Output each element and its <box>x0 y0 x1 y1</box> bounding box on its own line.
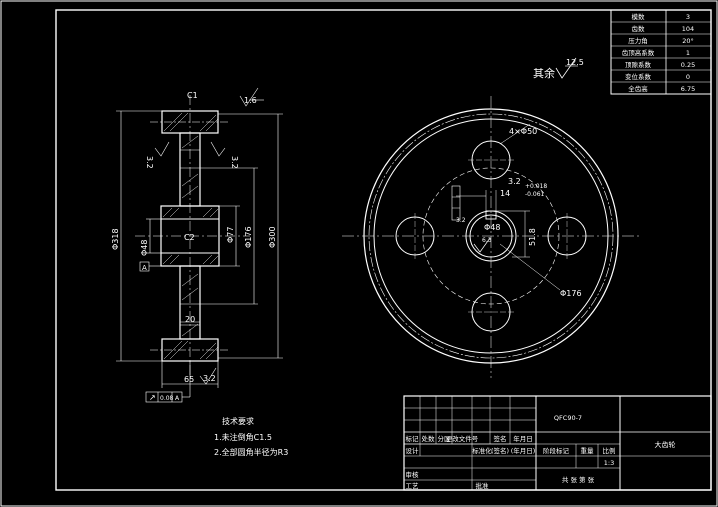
param-label-6: 变位系数 <box>625 72 652 81</box>
roughness-top: 1.6 <box>244 96 257 105</box>
dim-hole-circle: Φ176 <box>560 289 582 298</box>
param-value-1: 3 <box>686 13 690 21</box>
keyway-width: 14 <box>500 189 510 198</box>
roughness-bore: 6.3 <box>482 237 492 244</box>
datum-a-label: A <box>142 264 147 272</box>
keyway-tol-2: +0.018 <box>525 183 547 190</box>
roughness-keyway: 3.2 <box>456 217 466 224</box>
design-label: 设计 <box>406 446 420 455</box>
param-value-6: 0 <box>686 73 690 81</box>
gear-section-view <box>135 95 250 375</box>
review-label: 审核 <box>406 470 420 479</box>
dim-hub-diameter: Φ77 <box>226 227 235 243</box>
roughness-bottom: 3.2 <box>203 374 216 383</box>
header-date: 年月日 <box>513 434 533 443</box>
chamfer-c1: C1 <box>187 91 198 100</box>
runout-datum: A <box>175 395 180 402</box>
standardize-sign: (签名) <box>491 446 509 455</box>
tech-req-item-1: 1.未注倒角C1.5 <box>214 432 272 442</box>
param-value-3: 20° <box>682 37 694 45</box>
keyway-tol-3: -0.061 <box>525 191 545 198</box>
tech-req-item-2: 2.全部圆角半径为R3 <box>214 447 288 457</box>
standardize-label: 标准化 <box>472 446 492 455</box>
section-dimension-lines <box>116 87 283 403</box>
param-label-4: 齿顶高系数 <box>622 48 655 57</box>
roughness-other-value: 12.5 <box>566 58 584 67</box>
roughness-other-label: 其余 <box>533 66 555 80</box>
section-hatching <box>162 112 219 360</box>
header-change-doc: 更改文件号 <box>446 434 479 443</box>
runout-value: 0.08 <box>160 395 174 402</box>
roughness-other-symbol <box>555 57 577 79</box>
roughness-web-left: 3.2 <box>145 156 154 169</box>
drawing-number: QFC90-7 <box>554 414 582 422</box>
param-value-7: 6.75 <box>681 85 695 93</box>
scale-value: 1:3 <box>604 459 614 467</box>
param-label-2: 齿数 <box>632 24 646 33</box>
approve-label: 批准 <box>476 481 490 490</box>
param-value-5: 0.25 <box>681 61 695 69</box>
dim-bore-mark: Φ48 <box>140 240 149 256</box>
dim-holes: 4×Φ50 <box>509 127 537 136</box>
inner-frame <box>55 9 712 491</box>
keyway-tol-1: 3.2 <box>508 177 521 186</box>
weight-label: 重量 <box>581 447 595 455</box>
roughness-other: 其余 12.5 <box>533 57 584 80</box>
parameter-table: 模数 3 齿数 104 压力角 20° 齿顶高系数 1 顶隙系数 0.25 变位… <box>610 9 712 95</box>
header-count: 处数 <box>422 434 436 443</box>
param-label-1: 模数 <box>632 12 646 21</box>
param-label-3: 压力角 <box>628 36 648 45</box>
gear-front-view <box>342 96 640 378</box>
tech-req-title: 技术要求 <box>222 416 254 426</box>
dim-web-thickness: 20 <box>185 315 195 324</box>
dim-bore: Φ48 <box>484 223 500 232</box>
process-label: 工艺 <box>406 482 420 490</box>
scale-label: 比例 <box>603 446 616 455</box>
title-block <box>403 395 712 491</box>
dim-key-depth: 51.8 <box>528 228 537 246</box>
param-label-5: 顶隙系数 <box>625 60 652 69</box>
runout-symbol: ↗ <box>149 393 156 402</box>
standardize-date: (年月日) <box>511 446 536 455</box>
part-name: 大齿轮 <box>655 440 676 449</box>
dim-tip-diameter: Φ318 <box>111 228 120 250</box>
chamfer-c2: C2 <box>184 233 195 242</box>
sheet-label: 共 张 第 张 <box>562 475 595 484</box>
header-signature: 签名 <box>494 434 507 443</box>
param-label-7: 全齿高 <box>628 84 648 93</box>
dim-pitch-diameter: Φ176 <box>244 226 253 248</box>
param-value-4: 1 <box>686 49 690 57</box>
param-value-2: 104 <box>682 25 694 33</box>
stage-mark-label: 阶段标记 <box>543 446 570 455</box>
header-mark: 标记 <box>406 434 420 443</box>
header-zone: 分区 <box>438 434 452 443</box>
dim-body-diameter: Φ300 <box>268 226 277 248</box>
roughness-web-right: 3.2 <box>230 156 239 169</box>
dim-face-width: 65 <box>184 375 194 384</box>
